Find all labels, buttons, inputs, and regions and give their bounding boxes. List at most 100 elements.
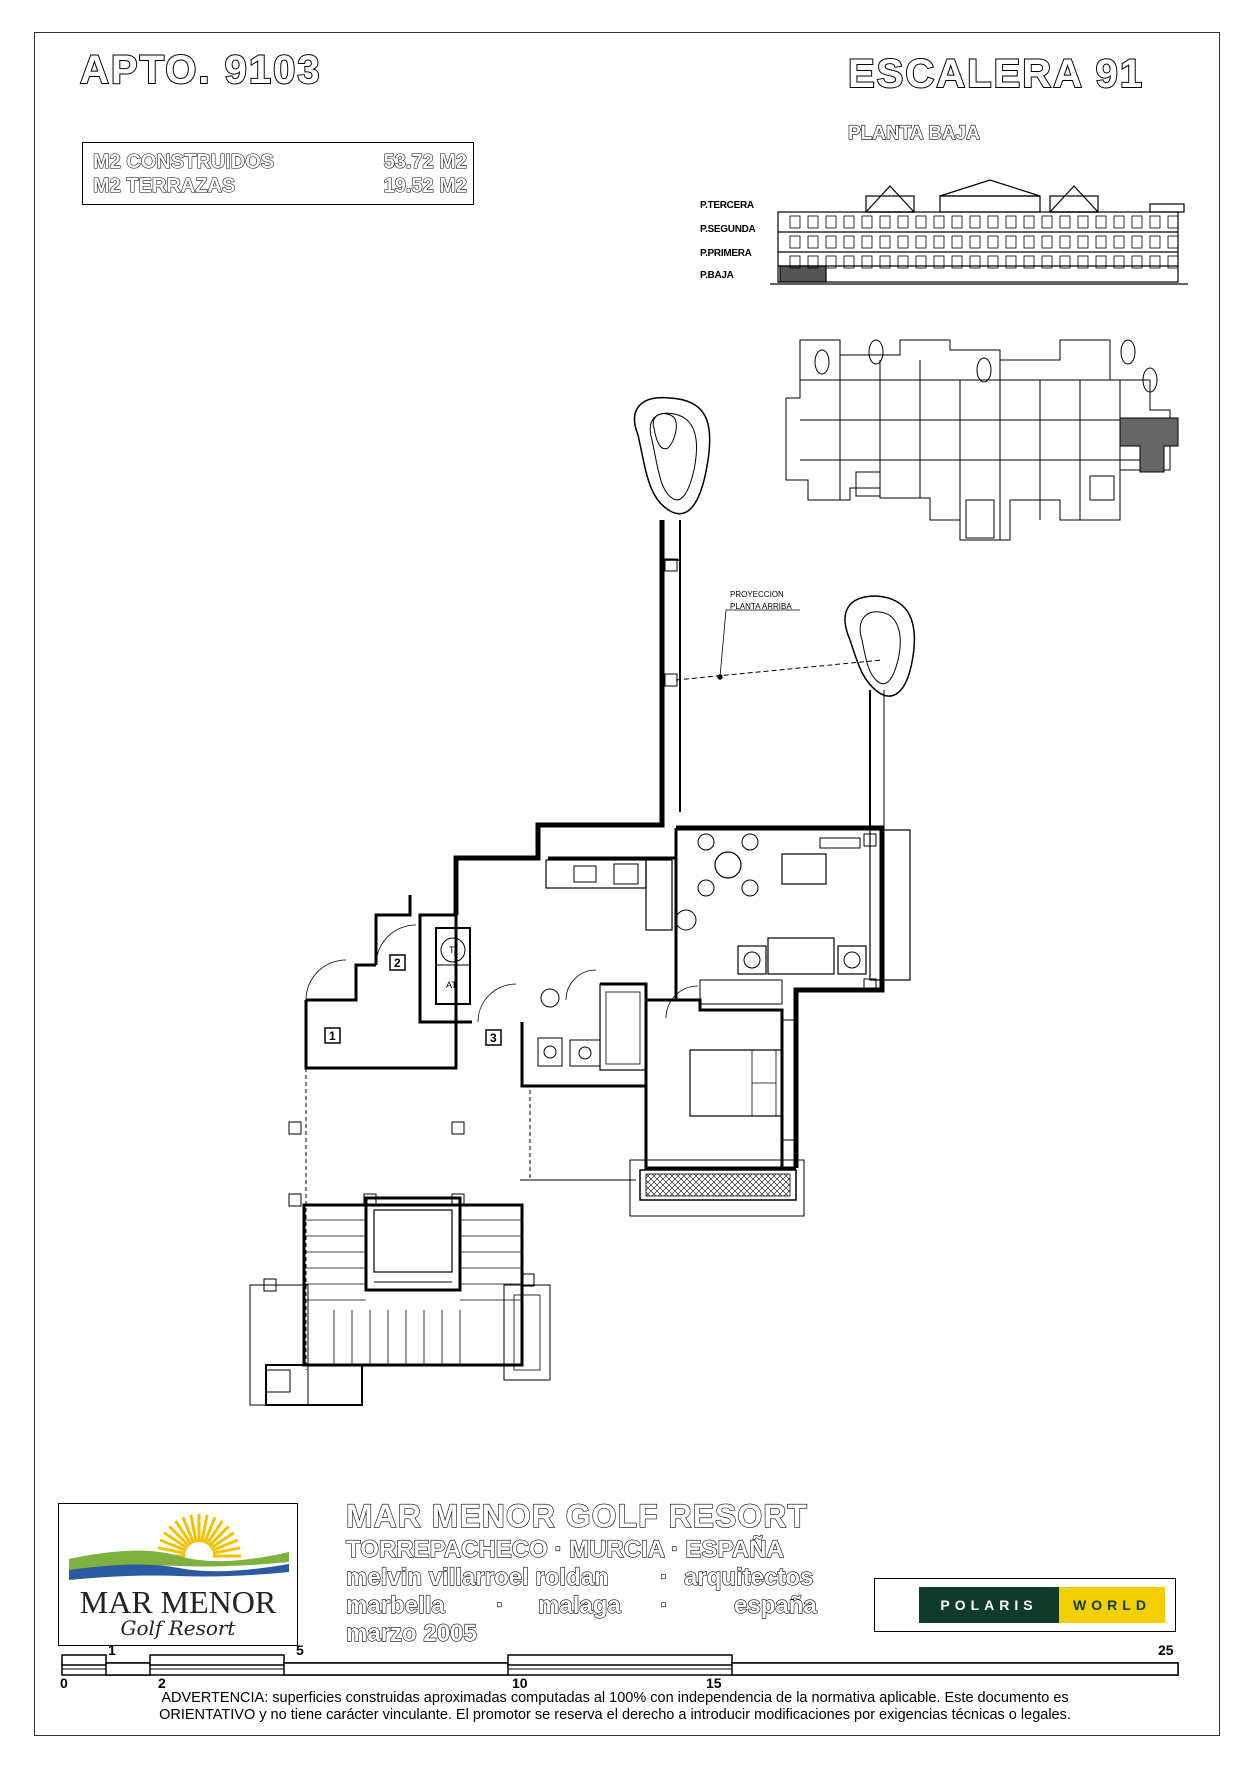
elevation-window xyxy=(1113,235,1125,249)
elevation-window xyxy=(843,215,855,229)
elevation-window xyxy=(807,215,819,229)
elevation-window xyxy=(969,235,981,249)
city-spain: españa xyxy=(733,1591,817,1619)
column-marker xyxy=(664,673,678,687)
sheet-frame xyxy=(34,32,1220,1736)
area-label: M2 TERRAZAS xyxy=(92,174,236,197)
elevation-window xyxy=(861,215,873,229)
elevation-window xyxy=(1077,215,1089,229)
column-marker xyxy=(521,1273,535,1287)
elevation-window xyxy=(1005,255,1017,269)
scale-tick-10: 10 xyxy=(512,1675,528,1691)
floor-label-second: P.SEGUNDA xyxy=(700,224,756,235)
column-marker xyxy=(664,558,678,572)
elevation-window xyxy=(789,235,801,249)
floor-label-first: P.PRIMERA xyxy=(700,248,752,259)
scale-tick-2: 2 xyxy=(158,1675,166,1691)
apartment-title: APTO. 9103 xyxy=(79,47,322,93)
projection-label: PROYECCION xyxy=(730,590,784,599)
elevation-window xyxy=(1041,255,1053,269)
key-site-plan xyxy=(785,339,1179,541)
elevation-window xyxy=(1095,255,1107,269)
elevation-window xyxy=(843,235,855,249)
area-label: M2 CONSTRUIDOS xyxy=(92,150,275,173)
area-row: M2 TERRAZAS 19.52 M2 xyxy=(92,174,467,199)
elevation-window xyxy=(897,235,909,249)
elevation-window xyxy=(951,215,963,229)
building-elevation xyxy=(770,179,1188,285)
elevation-window xyxy=(1149,235,1161,249)
elevation-window xyxy=(1167,255,1179,269)
elevation-window xyxy=(915,255,927,269)
legal-warning: ADVERTENCIA: superficies construidas apr… xyxy=(70,1690,1160,1724)
sun-ray xyxy=(205,1520,224,1546)
floor-label-third: P.TERCERA xyxy=(700,200,754,211)
elevation-window xyxy=(1023,255,1035,269)
scale-tick-1: 1 xyxy=(108,1642,116,1658)
at-label: AT xyxy=(446,980,457,990)
elevation-window xyxy=(879,215,891,229)
column-marker xyxy=(288,1121,302,1135)
column-marker xyxy=(263,1278,277,1292)
sun-ray xyxy=(159,1538,187,1553)
elevation-window xyxy=(789,255,801,269)
elevation-window xyxy=(933,235,945,249)
elevation-window xyxy=(915,235,927,249)
warning-line-2: ORIENTATIVO y no tiene carácter vinculan… xyxy=(159,1707,1071,1723)
floor-plan xyxy=(249,396,916,1406)
elevation-window xyxy=(1131,255,1143,269)
architects-name: melvin villarroel roldan xyxy=(345,1563,609,1591)
scale-tick-15: 15 xyxy=(706,1675,722,1691)
elevation-window xyxy=(951,255,963,269)
area-value: 19.52 M2 xyxy=(383,174,467,197)
elevation-window xyxy=(843,255,855,269)
elevation-window xyxy=(915,215,927,229)
elevation-window xyxy=(1113,215,1125,229)
elevation-window xyxy=(807,235,819,249)
elevation-window xyxy=(861,255,873,269)
architects-separator: · xyxy=(659,1563,668,1591)
area-table: M2 CONSTRUIDOS 53.72 M2 M2 TERRAZAS 19.5… xyxy=(82,142,474,205)
sun-ray xyxy=(200,1514,209,1543)
scale-bar xyxy=(61,1654,1179,1676)
elevation-window xyxy=(1005,215,1017,229)
elevation-window xyxy=(1131,235,1143,249)
elevation-window xyxy=(1005,235,1017,249)
elevation-window xyxy=(825,235,837,249)
elevation-window xyxy=(987,215,999,229)
sun-icon xyxy=(69,1514,289,1580)
level-title: PLANTA BAJA xyxy=(847,122,980,144)
scale-tick-25: 25 xyxy=(1158,1642,1174,1658)
elevation-window xyxy=(1095,215,1107,229)
elevation-window xyxy=(1041,235,1053,249)
elevation-window xyxy=(987,235,999,249)
elevation-window xyxy=(987,255,999,269)
scale-tick-5: 5 xyxy=(296,1642,304,1658)
elevation-window xyxy=(933,255,945,269)
elevation-window xyxy=(1131,215,1143,229)
door-number-boxes xyxy=(324,954,502,1046)
resort-name: MAR MENOR GOLF RESORT xyxy=(345,1497,808,1534)
sun-ray xyxy=(174,1520,193,1546)
resort-location: TORREPACHECO · MURCIA · ESPAÑA xyxy=(345,1535,784,1563)
tank-label: T. xyxy=(449,945,457,955)
column-marker xyxy=(288,1193,302,1207)
area-row: M2 CONSTRUIDOS 53.72 M2 xyxy=(92,150,467,175)
city-malaga: malaga xyxy=(537,1591,621,1619)
polaris-right: WORLD xyxy=(1059,1587,1165,1623)
sun-ray xyxy=(202,1516,217,1544)
elevation-window xyxy=(1149,215,1161,229)
elevation-window xyxy=(807,255,819,269)
elevation-window xyxy=(897,255,909,269)
column-marker xyxy=(863,833,877,847)
column-marker xyxy=(863,978,877,992)
elevation-window xyxy=(1095,235,1107,249)
polaris-left: POLARIS xyxy=(919,1587,1059,1623)
elevation-window xyxy=(1077,235,1089,249)
sun-ray xyxy=(189,1514,198,1543)
sun-ray xyxy=(181,1516,196,1544)
scale-tick-0: 0 xyxy=(60,1675,68,1691)
elevation-window xyxy=(1041,215,1053,229)
city-separator-1: · xyxy=(495,1591,504,1619)
